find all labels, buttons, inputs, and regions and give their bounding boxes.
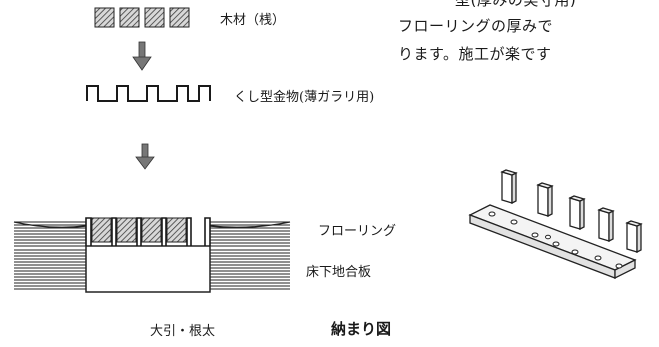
wood-block (144, 7, 165, 28)
description-line-0: 型(厚みの実寸用) (455, 0, 577, 9)
description-line-1: フローリングの厚みで (398, 17, 554, 35)
figure-caption: 納まり図 (331, 320, 392, 338)
wood-block (94, 7, 115, 28)
label-joist: 大引・根太 (150, 324, 216, 339)
wood-block (169, 7, 190, 28)
label-wood: 木材（桟） (220, 13, 286, 28)
label-comb: くし型金物(薄ガラリ用) (234, 90, 375, 105)
label-flooring: フローリング (318, 224, 397, 239)
comb-fitting (86, 85, 211, 102)
wood-blocks (94, 7, 190, 28)
down-arrow-1 (132, 41, 152, 71)
flooring-section (13, 217, 291, 293)
description-line-2: ります。施工が楽です (398, 45, 552, 63)
down-arrow-2 (135, 143, 155, 170)
wood-block (119, 7, 140, 28)
comb-fitting-illustration (468, 169, 643, 280)
label-subfloor: 床下地合板 (306, 265, 372, 280)
